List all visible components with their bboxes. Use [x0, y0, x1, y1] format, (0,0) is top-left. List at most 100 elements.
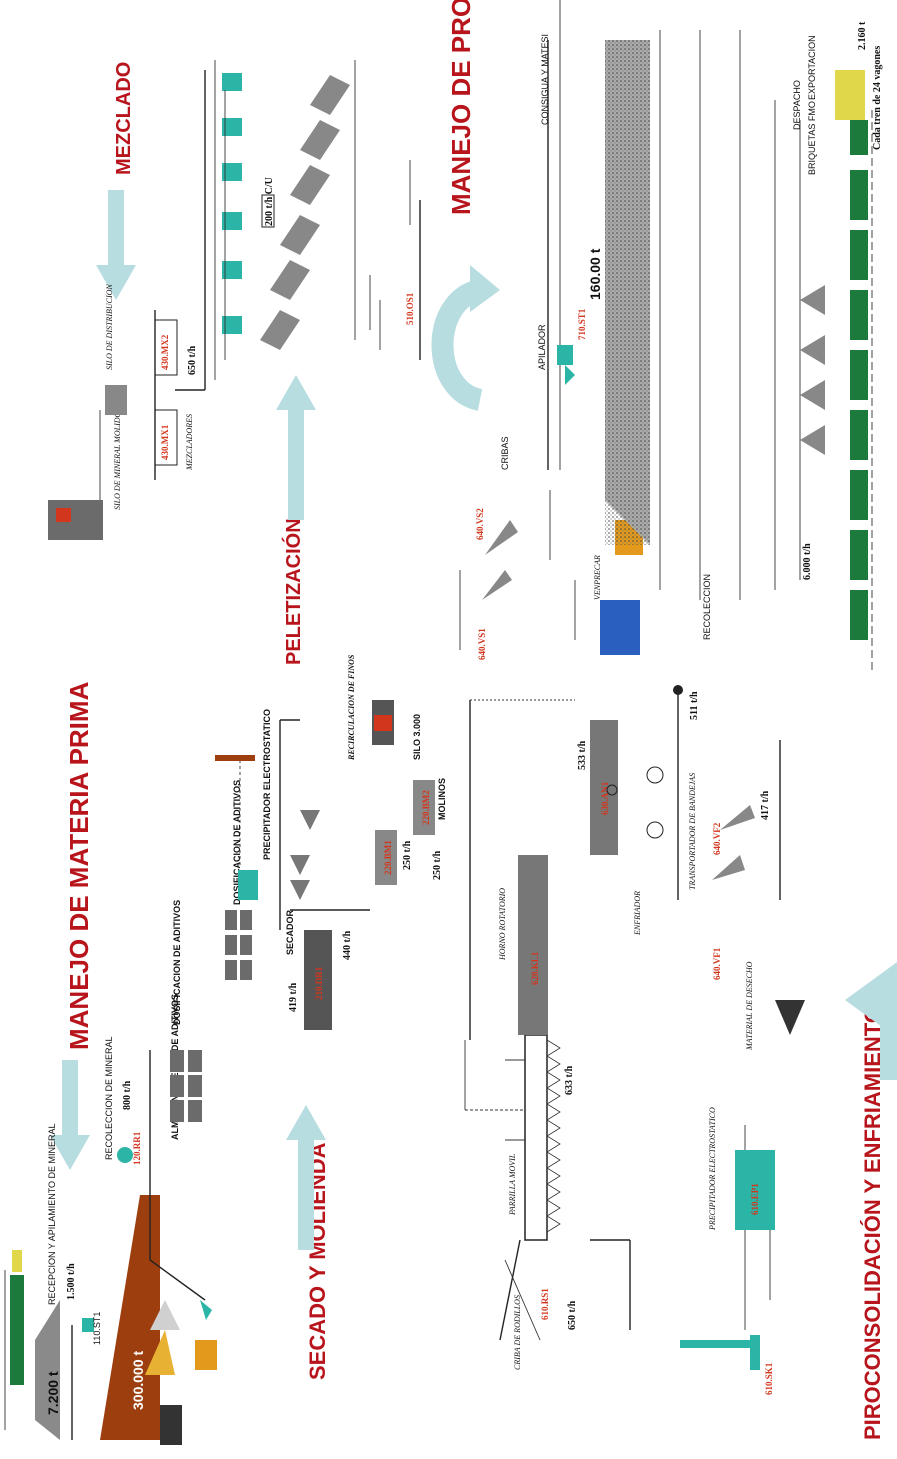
- firing-rate-650-label: 650 t/h: [567, 1300, 578, 1330]
- firing-tag-ep-label: 610.EP1: [750, 1183, 760, 1215]
- raw-material-tag-rr-label: 120.RR1: [132, 1131, 142, 1165]
- flow-arrow-down-mezclado: [96, 190, 136, 300]
- flow-arrow-up-secado: [286, 1105, 326, 1250]
- product-rate-6000-label: 6.000 t/h: [802, 543, 813, 580]
- firing-rate-417-label: 417 t/h: [760, 790, 771, 820]
- firing-parrilla-label: PARRILLA MOVIL: [508, 1153, 517, 1216]
- product-tren-label: Cada tren de 24 vagones: [872, 46, 883, 150]
- truck-blue: [600, 600, 640, 655]
- pile-large: [100, 1195, 160, 1440]
- raw-material-recoleccion-label: RECOLECCION DE MINERAL: [104, 1036, 114, 1160]
- product-despacho-label: DESPACHO: [792, 80, 802, 130]
- drying-tag-bm1-label: 220.BM1: [383, 840, 393, 875]
- raw-material-rate-1500-label: 1.500 t/h: [66, 1263, 77, 1300]
- mixing-pelletizing-area: SILO DE MINERAL MOLIDO SILO DE DISTRIBUC…: [48, 60, 421, 540]
- stacker-110: [82, 1318, 94, 1332]
- title-materia-prima: MANEJO DE MATERIA PRIMA: [64, 681, 94, 1050]
- drying-rate-250a-label: 250 t/h: [402, 840, 413, 870]
- grate-teeth: [546, 1039, 561, 1233]
- raw-material-rate-800-label: 800 t/h: [122, 1080, 133, 1110]
- locomotive: [835, 70, 865, 120]
- product-train: [850, 120, 868, 640]
- product-handling-area: 640.VS1 640.VS2 CRIBAS VENPRECAR APILADO…: [459, 0, 883, 670]
- mixer-1: [154, 409, 178, 466]
- reclaim-conveyors: [659, 30, 801, 600]
- drying-rate-250b-label: 250 t/h: [432, 850, 443, 880]
- mill-2: [413, 780, 435, 835]
- drying-precipitador-label: PRECIPITADOR ELECTROSTATICO: [262, 709, 272, 860]
- firing-criba-label: CRIBA DE RODILLOS: [513, 1295, 522, 1370]
- firing-rate-633-label: 633 t/h: [564, 1065, 575, 1095]
- loader: [195, 1340, 217, 1370]
- drying-dosificacion-label: DOSIFICACION DE ADITIVOS: [232, 780, 242, 905]
- pellet-rate-650-label: 650 t/h: [187, 345, 198, 375]
- pellet-rate-200-label: 200 t/h C/U: [264, 177, 275, 226]
- firing-precipitador-label: PRECIPITADOR ELECTROSTATICO: [708, 1107, 717, 1231]
- title-producto: MANEJO DE PRODUCTO: [446, 0, 476, 215]
- pellet-silo-dist-label: SILO DE DISTRIBUCION: [105, 284, 114, 370]
- drying-secador-label: SECADOR: [285, 909, 295, 955]
- precipitator-ep1: [735, 1150, 775, 1230]
- firing-tag-rs-label: 610.RS1: [540, 1288, 550, 1320]
- product-venprecar-label: VENPRECAR: [593, 555, 602, 600]
- firing-transportador-label: TRANSPORTADOR DE BANDEJAS: [688, 773, 697, 890]
- stacker-710: [557, 345, 573, 365]
- drying-recirculacion-label: RECIRCULACION DE FINOS: [347, 654, 356, 761]
- firing-rate-533-label: 533 t/h: [577, 740, 588, 770]
- screen-vs2: [485, 520, 518, 555]
- product-cribas-label: CRIBAS: [500, 436, 510, 470]
- pellet-silo-mineral-label: SILO DE MINERAL MOLIDO: [113, 411, 122, 510]
- traveling-grate: [524, 1034, 548, 1241]
- additive-dosing-2: [225, 910, 252, 980]
- pellet-tag-mx2-label: 430.MX2: [160, 334, 170, 370]
- pellet-mezcladores-label: MEZCLADORES: [185, 414, 194, 471]
- additive-dosing-bins: [170, 1050, 202, 1122]
- product-exportacion-label: EXPORTACION: [807, 35, 817, 100]
- mill-1: [375, 830, 397, 885]
- title-mezclado: MEZCLADO: [113, 62, 135, 175]
- firing-material-label: MATERIAL DE DESECHO: [745, 961, 754, 1051]
- product-consigna-label: CONSIGUA Y MATESI: [540, 34, 550, 125]
- firing-tag-vf1-label: 640.VF1: [712, 947, 722, 980]
- raw-material-tag-st-label: 110.ST1: [92, 1312, 102, 1345]
- product-recoleccion-label: RECOLECCION: [702, 574, 712, 640]
- drying-rate-419-label: 419 t/h: [288, 982, 299, 1012]
- cooler: [590, 720, 618, 855]
- silo-distribucion: [105, 385, 127, 415]
- raw-material-recepcion-label: RECEPCION Y APILAMIENTO DE MINERAL: [47, 1123, 57, 1305]
- pellet-tag-os-label: 510.OS1: [405, 292, 415, 325]
- pelletizing-discs: [222, 73, 350, 350]
- flow-arrow-curved-producto: [431, 265, 500, 411]
- drying-grinding-area: DOSIFICACION DE ADITIVOS 419 t/h 210.DR1…: [215, 654, 447, 1030]
- drying-tag-bm2-label: 220.BM2: [421, 790, 431, 825]
- firing-tag-vf2-label: 640.VF2: [712, 822, 722, 855]
- raw-material-area: 7.200 t 1.500 t/h 110.ST1 RECEPCION Y AP…: [4, 900, 217, 1445]
- product-aplicador-label: APILADOR: [537, 324, 547, 370]
- firing-horno-label: HORNO ROTATORIO: [498, 888, 507, 961]
- stack: [680, 1340, 760, 1348]
- product-pile-label: 160.00 t: [587, 248, 603, 300]
- firing-tag-an-label: 630.AN1: [600, 781, 610, 815]
- pellet-tag-mx1-label: 430.MX1: [160, 424, 170, 460]
- vibrating-feeder-1: [712, 855, 745, 880]
- firing-rate-511-label: 511 t/h: [689, 691, 700, 720]
- waste-pile: [775, 1000, 805, 1035]
- flow-arrow-turn-pirocon: [845, 962, 897, 1080]
- product-rate-2160-label: 2.160 t: [857, 21, 868, 50]
- raw-material-pile-small-label: 7.200 t: [45, 1371, 61, 1415]
- vibrating-feeder-2: [720, 805, 755, 830]
- firing-enfriador-label: ENFRIADOR: [633, 891, 642, 936]
- pile-small: [35, 1300, 60, 1440]
- drying-molinos-label: MOLINOS: [437, 778, 447, 820]
- precipitator: [238, 870, 258, 900]
- firing-tag-sk-label: 610.SK1: [764, 1362, 774, 1395]
- product-tag-vs1-label: 640.VS1: [477, 628, 487, 660]
- raw-material-pile-large-label: 300.000 t: [130, 1351, 146, 1410]
- reclaimer-wheel: [117, 1147, 133, 1163]
- product-tag-vs2-label: 640.VS2: [475, 508, 485, 540]
- screen-vs1: [482, 570, 512, 600]
- truck: [160, 1405, 182, 1445]
- firing-tag-kl-label: 620.KL1: [530, 951, 540, 985]
- firing-area: CRIBA DE RODILLOS 610.RS1 650 t/h PARRIL…: [464, 685, 805, 1395]
